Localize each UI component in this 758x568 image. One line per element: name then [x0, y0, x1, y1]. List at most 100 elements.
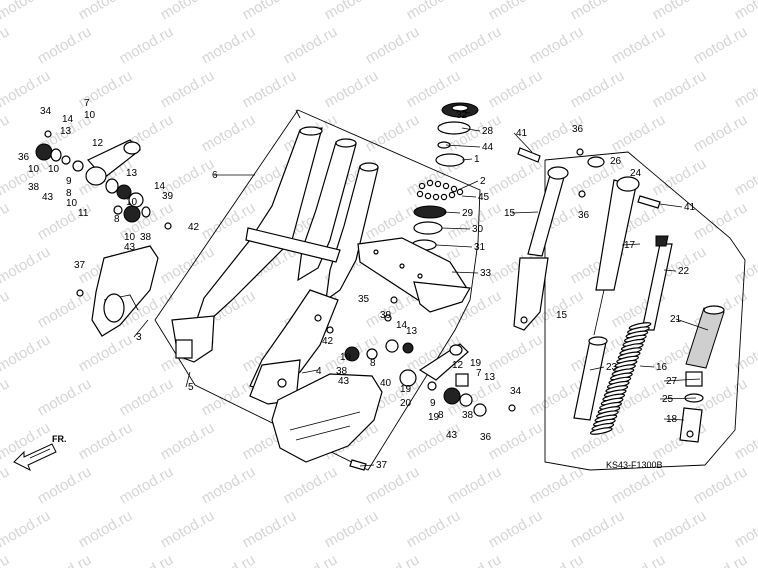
watermark-text: motod.ru	[527, 551, 587, 568]
watermark-text: motod.ru	[0, 111, 12, 155]
watermark-text: motod.ru	[0, 331, 53, 375]
part-number-label: 19	[470, 358, 482, 369]
left-cover	[91, 245, 159, 337]
watermark-text: motod.ru	[527, 23, 587, 67]
watermark-text: motod.ru	[445, 23, 505, 67]
part-number-label: 38	[28, 182, 40, 193]
part-number-label: 37	[376, 460, 388, 471]
watermark-text: motod.ru	[650, 67, 710, 111]
watermark-text: motod.ru	[322, 507, 382, 551]
watermark-text: motod.ru	[322, 0, 382, 23]
watermark-text: motod.ru	[445, 551, 505, 568]
part-number-label: 36	[18, 152, 30, 163]
part-number-label: 18	[666, 414, 678, 425]
watermark-text: motod.ru	[609, 111, 669, 155]
bolts	[349, 147, 661, 471]
watermark-text: motod.ru	[691, 551, 751, 568]
part-number-label: 17	[624, 240, 636, 251]
watermark-text: motod.ru	[35, 199, 95, 243]
part-number-label: 8	[370, 358, 376, 369]
leader-line	[675, 318, 709, 331]
part-number-label: 24	[630, 168, 642, 179]
part-number-label: 10	[126, 197, 138, 208]
leader-line	[455, 109, 471, 114]
watermark-text: motod.ru	[0, 243, 53, 287]
watermark-text: motod.ru	[486, 331, 546, 375]
part-number-label: 28	[482, 126, 494, 137]
part-number-label: 4	[316, 366, 322, 377]
part-number-label: 19	[400, 384, 412, 395]
watermark-text: motod.ru	[609, 23, 669, 67]
watermark-text: motod.ru	[691, 199, 751, 243]
watermark-text: motod.ru	[691, 463, 751, 507]
part-number-label: 43	[446, 430, 458, 441]
leader-line	[445, 144, 481, 148]
leader-line	[621, 243, 641, 246]
watermark-text: motod.ru	[0, 199, 12, 243]
watermark-text: motod.ru	[0, 287, 12, 331]
part-number-label: 12	[452, 360, 464, 371]
part-number-label: 9	[66, 176, 72, 187]
leader-line	[663, 378, 701, 382]
leader-line	[441, 227, 471, 230]
watermark-text: motod.ru	[363, 111, 423, 155]
watermark-text: motod.ru	[732, 67, 758, 111]
watermark-text: motod.ru	[0, 551, 12, 568]
watermark-text: motod.ru	[732, 331, 758, 375]
part-number-label: 8	[66, 188, 72, 199]
watermark-text: motod.ru	[404, 419, 464, 463]
right-damper	[587, 156, 640, 336]
leader-line	[663, 269, 677, 272]
leader-line	[461, 195, 477, 198]
part-number-label: 37	[74, 260, 86, 271]
watermark-text: motod.ru	[527, 463, 587, 507]
leader-line	[589, 366, 605, 371]
front-fork-pipe	[171, 126, 379, 363]
leader-line	[435, 244, 473, 248]
part-number-label: 42	[188, 222, 200, 233]
bearing-ball	[434, 180, 442, 188]
part-number-label: 30	[472, 224, 484, 235]
part-number-label: 1	[474, 154, 480, 165]
inner-tube	[641, 235, 673, 331]
watermark-text: motod.ru	[35, 23, 95, 67]
part-number-label: 40	[380, 378, 392, 389]
part-number-label: 41	[516, 128, 528, 139]
part-number-label: 8	[438, 410, 444, 421]
watermark-text: motod.ru	[568, 67, 628, 111]
watermark-text: motod.ru	[322, 67, 382, 111]
part-number-label: 23	[606, 362, 618, 373]
part-number-label: 16	[656, 362, 668, 373]
part-number-label: 45	[478, 192, 490, 203]
leader-lines	[133, 109, 709, 467]
part-number-label: 15	[504, 208, 516, 219]
steering-bearing-stack	[411, 102, 479, 251]
part-number-label: 35	[358, 294, 370, 305]
part-number-label: 31	[474, 242, 486, 253]
watermark-text: motod.ru	[199, 111, 259, 155]
watermark-text: motod.ru	[35, 551, 95, 568]
watermark-text: motod.ru	[445, 463, 505, 507]
lower-cover	[271, 373, 383, 463]
watermark-text: motod.ru	[281, 551, 341, 568]
watermark-text: motod.ru	[0, 463, 12, 507]
part-number-label: 10	[84, 110, 96, 121]
bearing-ball	[426, 179, 434, 187]
watermark-text: motod.ru	[158, 419, 218, 463]
part-number-label: 3	[136, 332, 142, 343]
part-number-label: 44	[482, 142, 494, 153]
part-number-label: 29	[462, 208, 474, 219]
part-number-label: 13	[60, 126, 72, 137]
part-number-label: 9	[430, 398, 436, 409]
watermark-text: motod.ru	[240, 0, 300, 23]
watermark-text: motod.ru	[240, 507, 300, 551]
watermark-text: motod.ru	[158, 243, 218, 287]
bearing-ball	[416, 190, 424, 198]
watermark-text: motod.ru	[650, 0, 710, 23]
bearing-ball	[418, 182, 426, 190]
part-number-label: 22	[678, 266, 690, 277]
part-number-label: 38	[462, 410, 474, 421]
part-number-label: 21	[670, 314, 682, 325]
watermark-text: motod.ru	[568, 507, 628, 551]
